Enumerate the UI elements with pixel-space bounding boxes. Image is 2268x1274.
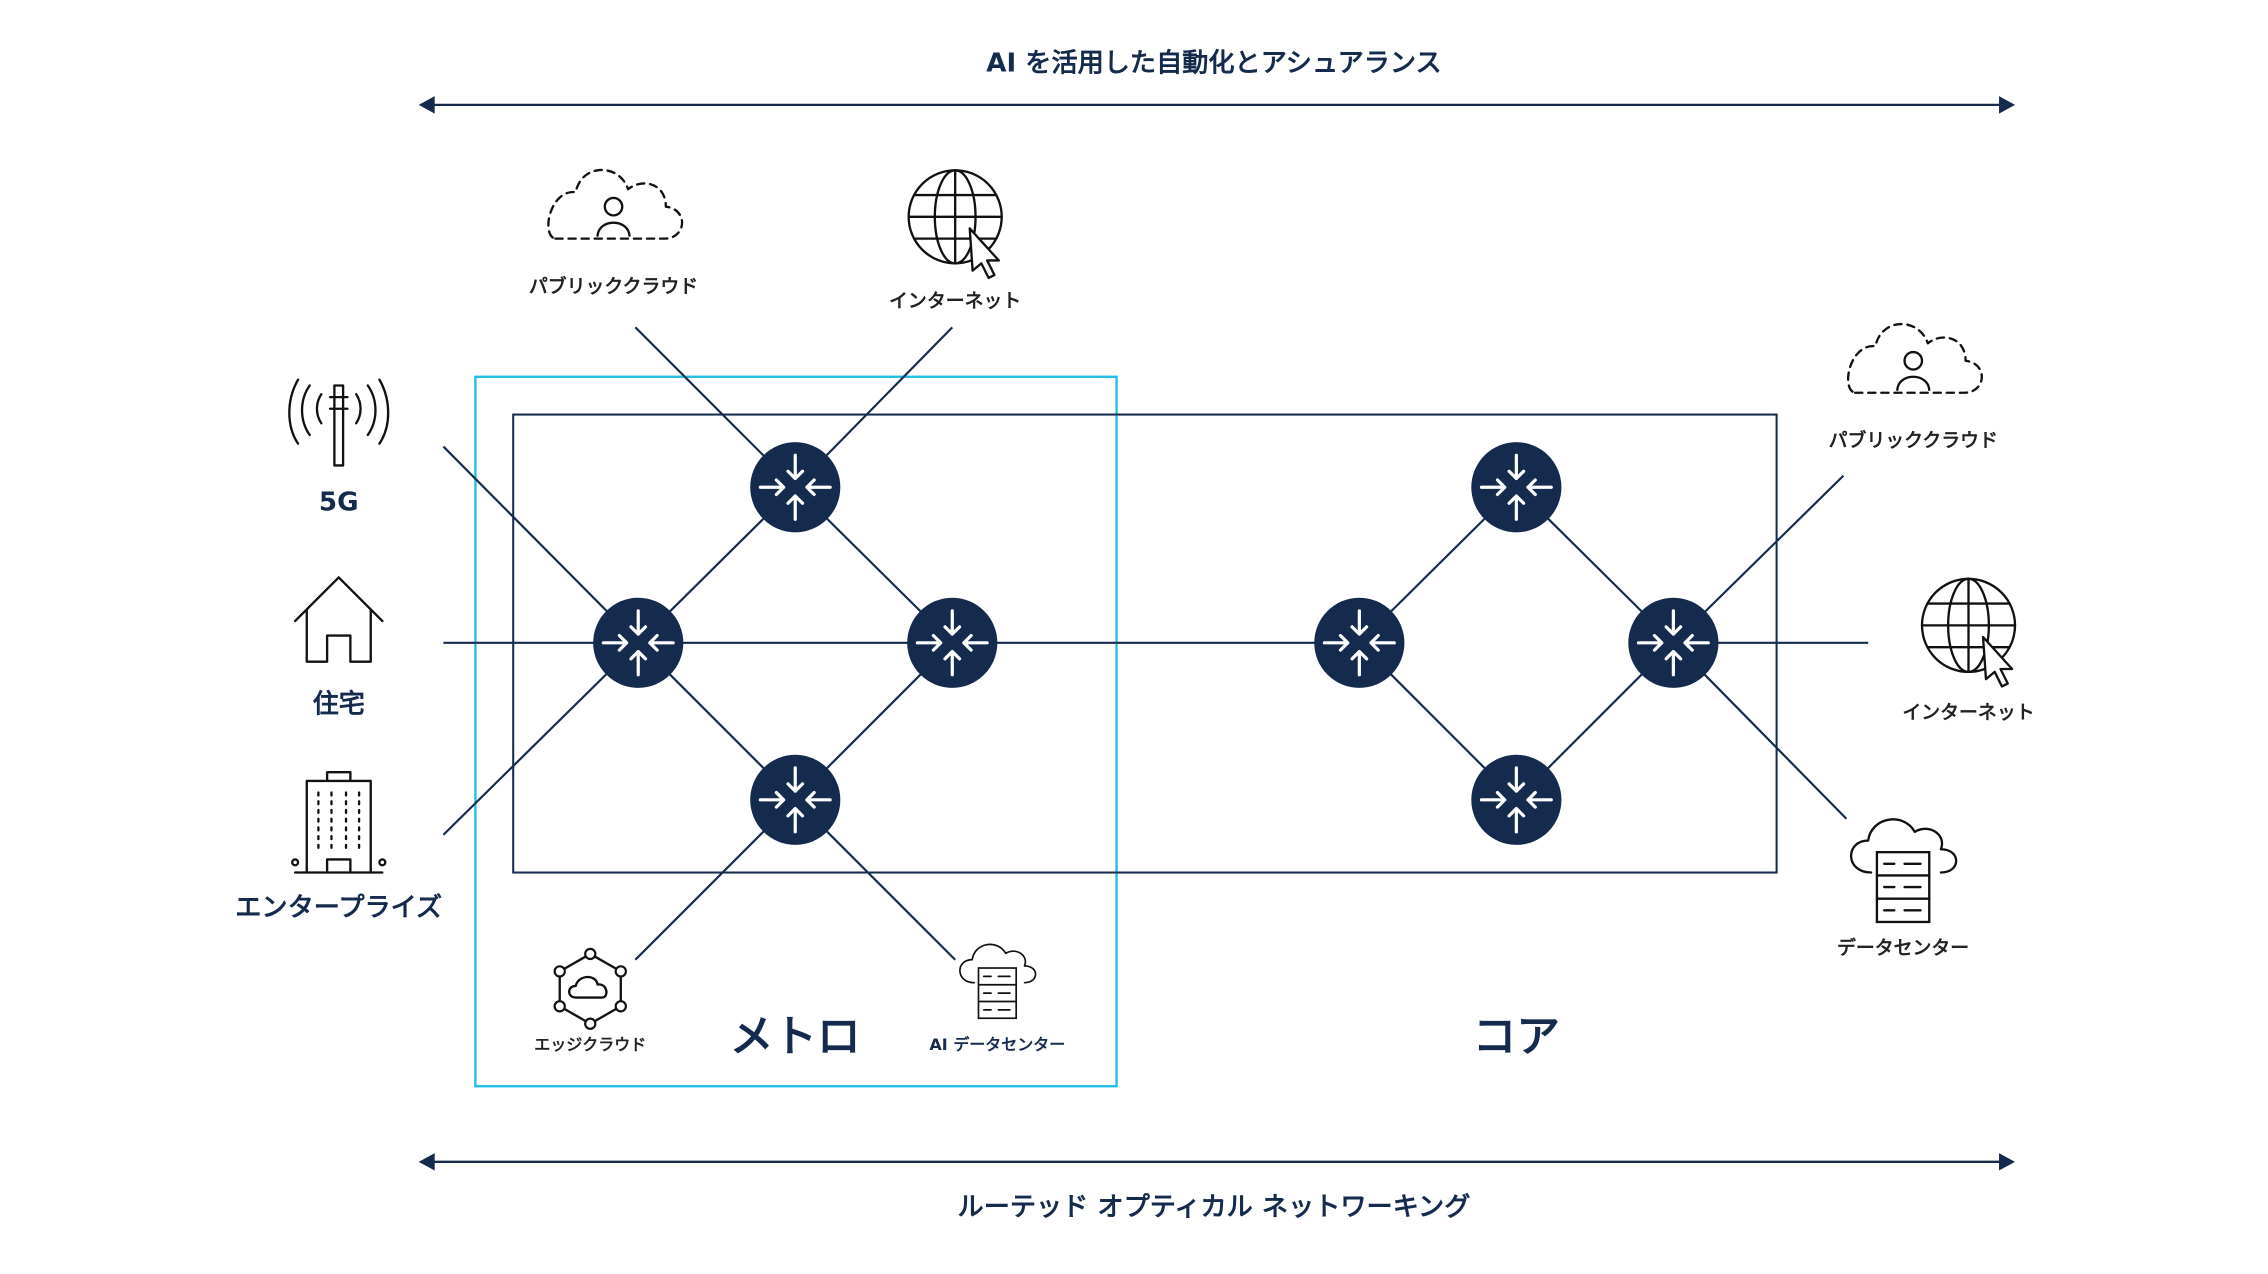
label-residential: 住宅 <box>313 689 365 720</box>
metro-router-right[interactable] <box>905 596 999 690</box>
core-router-bottom[interactable] <box>1469 753 1564 847</box>
banner-bottom-title: ルーテッド オプティカル ネットワーキング <box>958 1193 1471 1223</box>
metro-router-bottom[interactable] <box>748 753 842 847</box>
label-5g: 5G <box>319 488 359 518</box>
datacenter-icon <box>1849 818 1958 924</box>
section-label-metro: メトロ <box>730 1012 861 1062</box>
label-core-datacenter: データセンター <box>1837 936 1969 959</box>
ai-datacenter-icon <box>959 943 1037 1020</box>
house-icon <box>293 576 384 663</box>
edge-cloud-icon <box>553 947 627 1030</box>
public-cloud-icon <box>1846 322 1983 394</box>
label-enterprise: エンタープライズ <box>235 892 442 923</box>
banner-top-title: AI を活用した自動化とアシュアランス <box>986 47 1442 78</box>
internet-globe-icon <box>907 169 1003 280</box>
label-core-internet: インターネット <box>1902 701 2034 723</box>
label-metro-internet: インターネット <box>889 290 1021 312</box>
cell-tower-icon <box>288 378 390 467</box>
label-core-public-cloud: パブリッククラウド <box>1829 429 1998 452</box>
office-building-icon <box>291 771 387 874</box>
section-label-core: コア <box>1473 1012 1560 1062</box>
metro-router-top[interactable] <box>748 440 842 534</box>
metro-region-box <box>474 375 1118 1088</box>
label-edge-cloud: エッジクラウド <box>534 1035 646 1054</box>
double-arrow-top <box>418 96 2016 114</box>
core-router-top[interactable] <box>1469 440 1564 534</box>
double-arrow-bottom <box>418 1153 2016 1171</box>
internet-globe-icon <box>1920 577 2017 688</box>
public-cloud-icon <box>547 168 684 240</box>
metro-router-left[interactable] <box>591 596 685 690</box>
label-ai-datacenter: AI データセンター <box>929 1035 1065 1054</box>
label-metro-public-cloud: パブリッククラウド <box>529 274 698 297</box>
core-router-left[interactable] <box>1312 596 1407 690</box>
core-router-right[interactable] <box>1626 596 1721 690</box>
